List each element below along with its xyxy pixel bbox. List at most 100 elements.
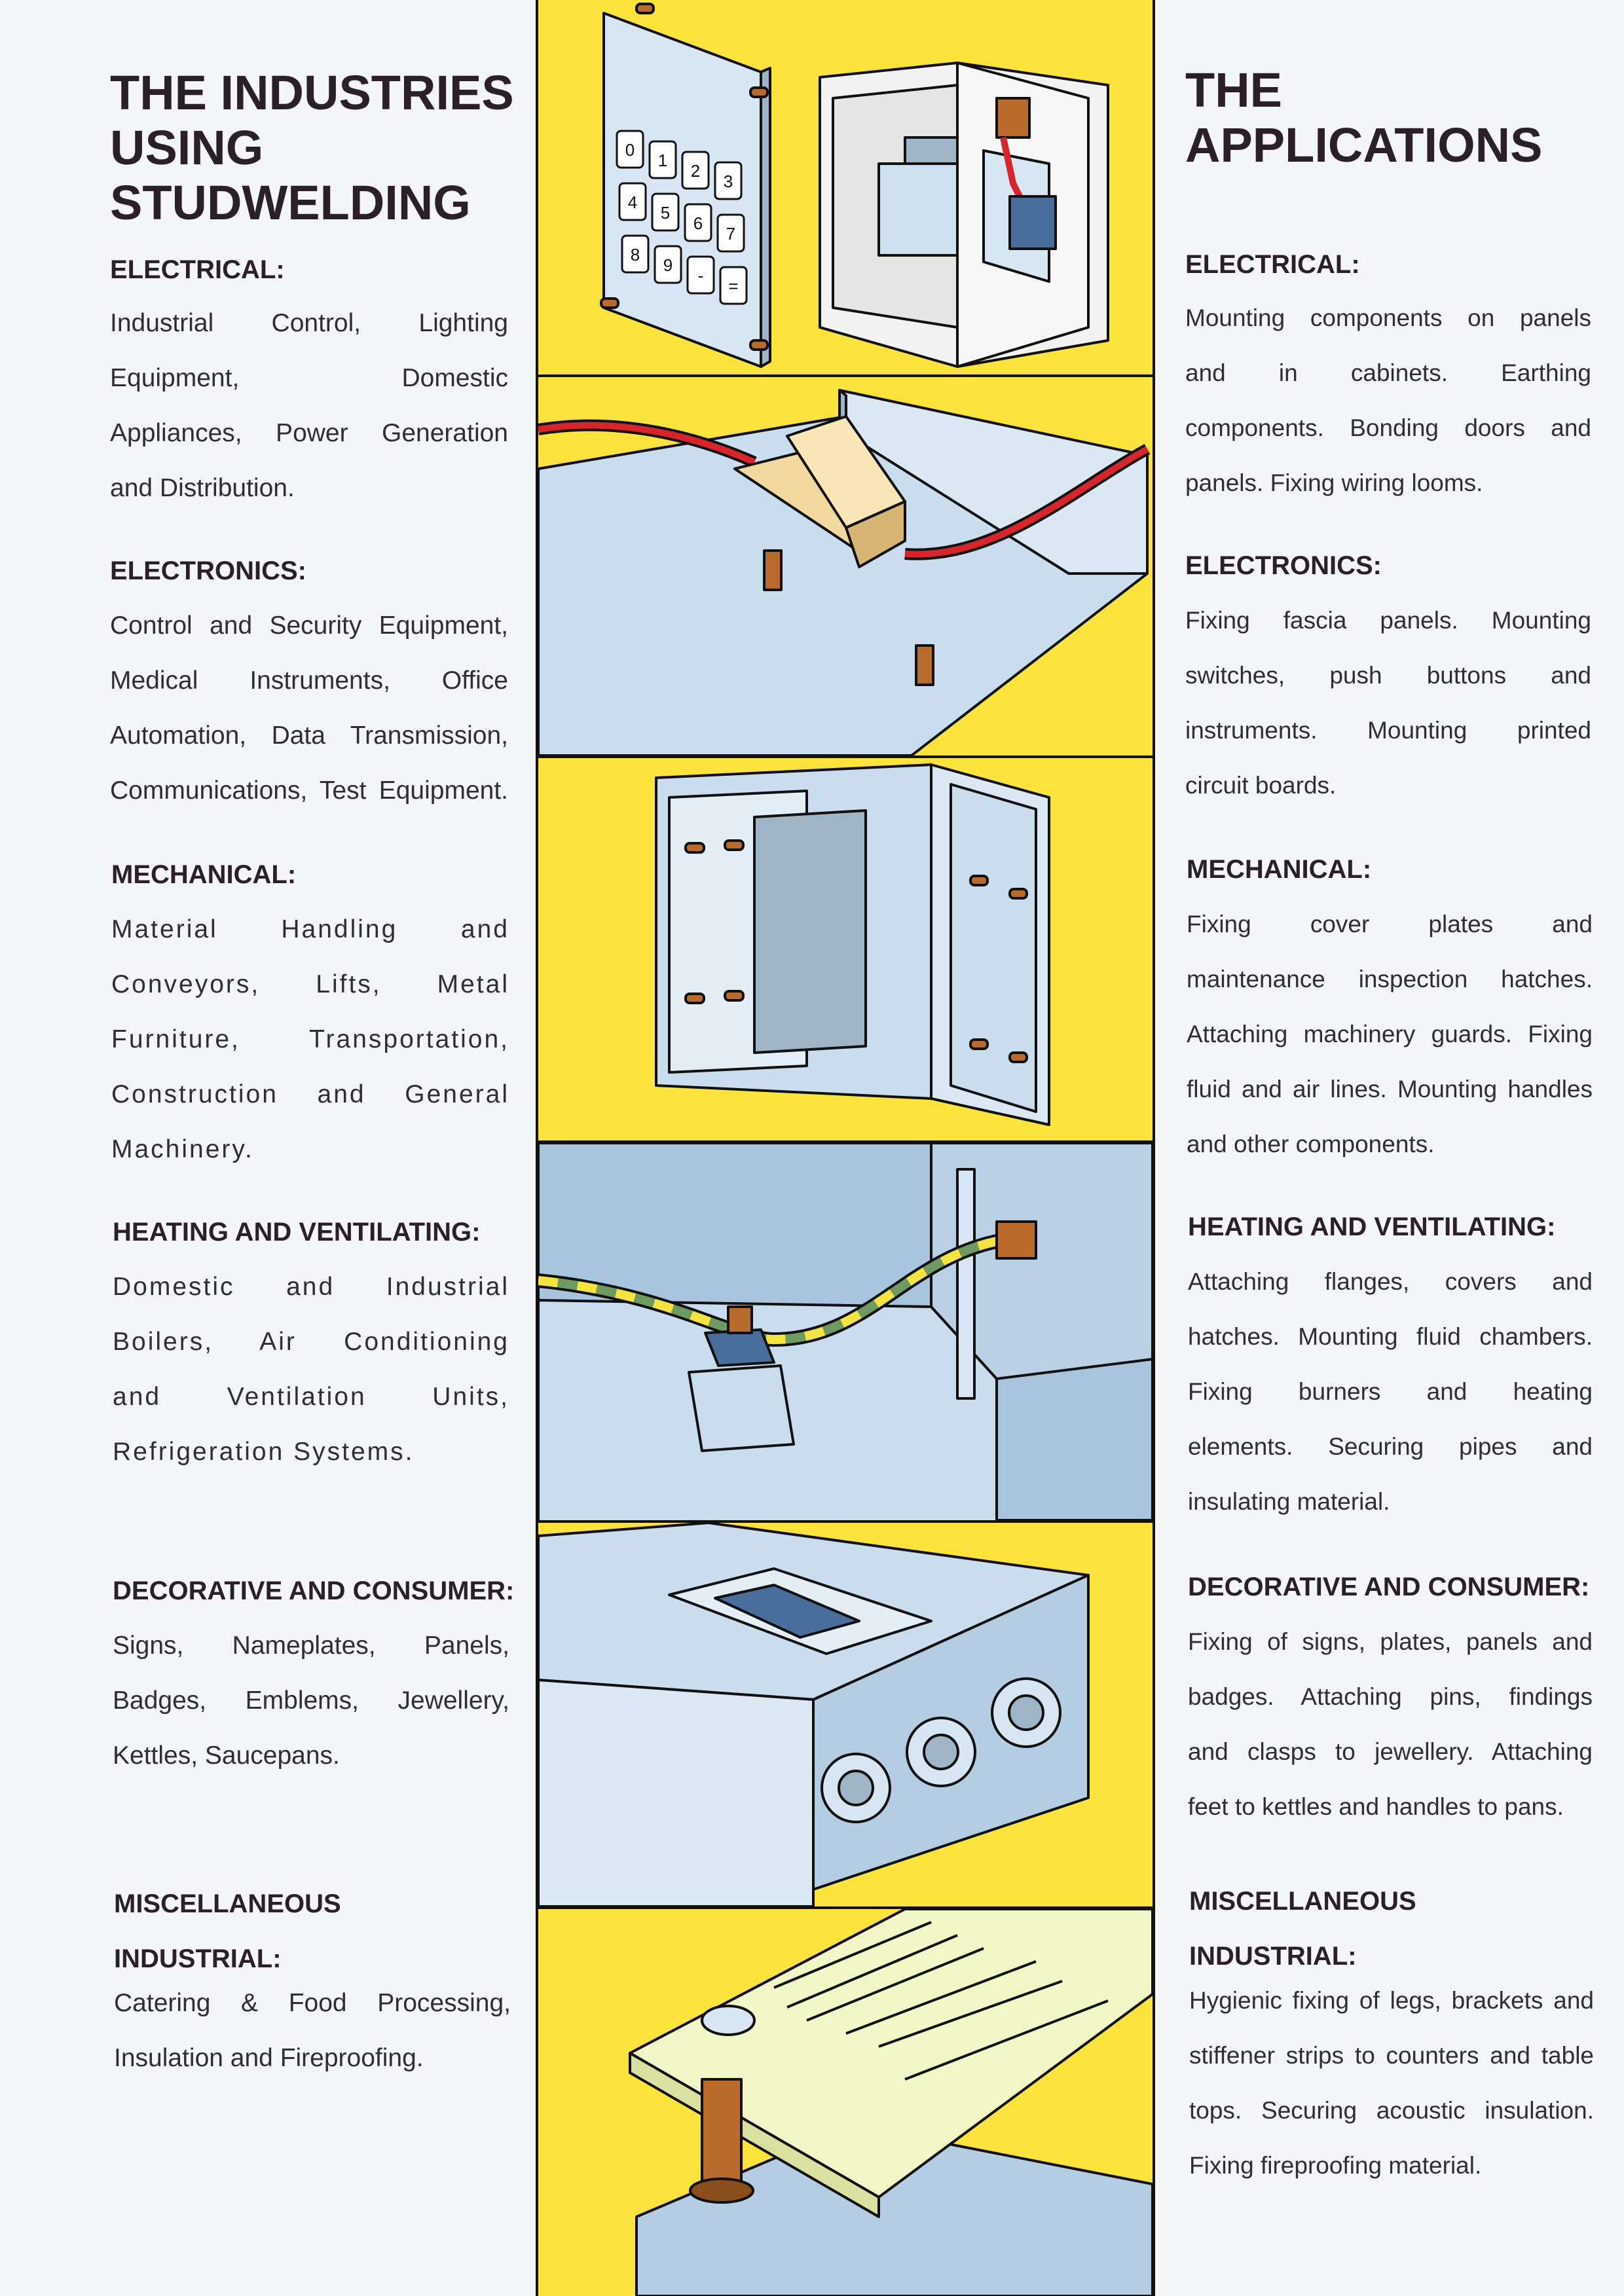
text-line: Medical Instruments, Office (110, 666, 508, 695)
text-line: Attaching flanges, covers and (1188, 1268, 1593, 1295)
text-line: Fixing cover plates and (1187, 911, 1593, 938)
text-line: Communications, Test Equipment. (110, 776, 508, 805)
application-heading-electronics: ELECTRONICS: (1185, 551, 1382, 580)
text-line: Fixing of signs, plates, panels and (1188, 1628, 1593, 1655)
text-line: switches, push buttons and (1185, 662, 1591, 689)
keypad-key (648, 140, 677, 179)
text-line: Control and Security Equipment, (110, 611, 508, 640)
industry-heading-decorative: DECORATIVE AND CONSUMER: (113, 1576, 515, 1605)
keypad-key-label: - (698, 266, 704, 285)
text-line: Equipment, Domestic (110, 364, 508, 392)
illustration-earthing-cable (538, 1143, 1153, 1520)
text-line: maintenance inspection hatches. (1187, 966, 1593, 993)
heading-line: INDUSTRIAL: (114, 1944, 282, 1973)
text-line: Machinery. (111, 1135, 254, 1163)
text-line: Furniture, Transportation, (111, 1025, 509, 1053)
heading-line: INDUSTRIAL: (1189, 1942, 1357, 1971)
illustration-circuit-board (629, 1909, 1153, 2296)
keypad-key-label: 8 (631, 245, 640, 264)
keypad-key (686, 255, 715, 295)
application-text-decorative: Fixing of signs, plates, panels and badg… (1188, 1614, 1593, 1834)
industry-text-decorative: Signs, Nameplates, Panels, Badges, Emble… (113, 1618, 509, 1783)
text-line: hatches. Mounting fluid chambers. (1188, 1323, 1593, 1350)
panel-divider (538, 1520, 1153, 1523)
illustration-enclosure (655, 763, 1050, 1126)
industries-title: THE INDUSTRIES USING STUDWELDING (110, 65, 514, 230)
text-line: Kettles, Saucepans. (113, 1741, 340, 1770)
text-line: Catering & Food Processing, (114, 1989, 511, 2017)
application-heading-heating: HEATING AND VENTILATING: (1188, 1212, 1556, 1241)
panel-divider (538, 1140, 1153, 1143)
application-heading-mechanical: MECHANICAL: (1187, 855, 1372, 884)
text-line: Domestic and Industrial (113, 1273, 509, 1301)
industry-heading-heating: HEATING AND VENTILATING: (113, 1218, 481, 1247)
text-line: stiffener strips to counters and table (1189, 2042, 1594, 2069)
text-line: tops. Securing acoustic insulation. (1189, 2097, 1594, 2124)
text-line: Conveyors, Lifts, Metal (111, 970, 509, 998)
text-line: Boilers, Air Conditioning (113, 1328, 509, 1356)
title-line: THE INDUSTRIES (110, 65, 514, 120)
panel-divider (538, 1906, 1153, 1909)
keypad-key-label: 1 (658, 151, 667, 170)
application-heading-electrical: ELECTRICAL: (1185, 250, 1360, 279)
industry-heading-mechanical: MECHANICAL: (111, 860, 297, 889)
text-line: panels. Fixing wiring looms. (1185, 469, 1483, 496)
text-line: fluid and air lines. Mounting handles (1187, 1076, 1593, 1102)
text-line: Appliances, Power Generation (110, 419, 508, 447)
industry-text-mechanical: Material Handling and Conveyors, Lifts, … (111, 902, 509, 1177)
industry-heading-electronics: ELECTRONICS: (110, 556, 306, 585)
keypad-key-label: 3 (724, 172, 733, 191)
industry-heading-miscellaneous: MISCELLANEOUS INDUSTRIAL: (114, 1876, 341, 1986)
text-line: and Distribution. (110, 474, 295, 502)
illustration-cable-clip (538, 389, 1151, 756)
text-line: Attaching machinery guards. Fixing (1187, 1021, 1593, 1048)
keypad-key (719, 266, 748, 305)
keypad-key (616, 130, 644, 169)
text-line: Material Handling and (111, 915, 509, 943)
title-line: THE (1185, 63, 1282, 117)
application-heading-decorative: DECORATIVE AND CONSUMER: (1188, 1573, 1590, 1601)
text-line: Badges, Emblems, Jewellery, (113, 1686, 509, 1715)
text-line: Fixing burners and heating (1188, 1378, 1593, 1405)
text-line: Automation, Data Transmission, (110, 721, 508, 750)
keypad-key-label: 2 (691, 161, 700, 181)
keypad-key (618, 182, 647, 221)
illustration-studded-box (538, 1523, 1090, 1906)
panel-divider (538, 756, 1153, 758)
keypad-key-label: 9 (663, 255, 673, 275)
industry-heading-electrical: ELECTRICAL: (110, 255, 285, 284)
application-text-electronics: Fixing fascia panels. Mounting switches,… (1185, 593, 1591, 813)
industry-text-electrical: Industrial Control, Lighting Equipment, … (110, 296, 508, 516)
industry-text-heating: Domestic and Industrial Boilers, Air Con… (113, 1260, 509, 1480)
text-line: feet to kettles and handles to pans. (1188, 1793, 1564, 1820)
text-line: Refrigeration Systems. (113, 1438, 415, 1466)
keypad-key-label: 5 (661, 203, 670, 223)
keypad-key-label: 0 (625, 140, 635, 160)
panel-divider (538, 374, 1153, 377)
text-line: Insulation and Fireproofing. (114, 2044, 424, 2072)
text-line: and other components. (1187, 1131, 1435, 1157)
application-text-heating: Attaching flanges, covers and hatches. M… (1188, 1254, 1593, 1529)
keypad-key (681, 151, 710, 190)
text-line: and clasps to jewellery. Attaching (1188, 1738, 1593, 1765)
keypad-key (654, 245, 682, 284)
keypad-key (684, 203, 712, 242)
keypad-key (714, 161, 743, 200)
applications-title: THE APPLICATIONS (1185, 63, 1542, 173)
text-line: Fixing fireproofing material. (1189, 2152, 1482, 2179)
keypad-key-label: = (728, 276, 738, 296)
text-line: and in cabinets. Earthing (1185, 359, 1591, 386)
text-line: badges. Attaching pins, findings (1188, 1683, 1593, 1710)
application-text-miscellaneous: Hygienic fixing of legs, brackets and st… (1189, 1973, 1594, 2193)
text-line: insulating material. (1188, 1488, 1390, 1515)
industry-text-miscellaneous: Catering & Food Processing, Insulation a… (114, 1976, 511, 2086)
text-line: and Ventilation Units, (113, 1383, 509, 1411)
text-line: elements. Securing pipes and (1188, 1433, 1593, 1460)
keypad-key (651, 192, 680, 232)
text-line: Industrial Control, Lighting (110, 309, 508, 337)
text-line: Fixing fascia panels. Mounting (1185, 607, 1591, 634)
industry-text-electronics: Control and Security Equipment, Medical … (110, 598, 508, 818)
title-line: USING (110, 120, 264, 175)
